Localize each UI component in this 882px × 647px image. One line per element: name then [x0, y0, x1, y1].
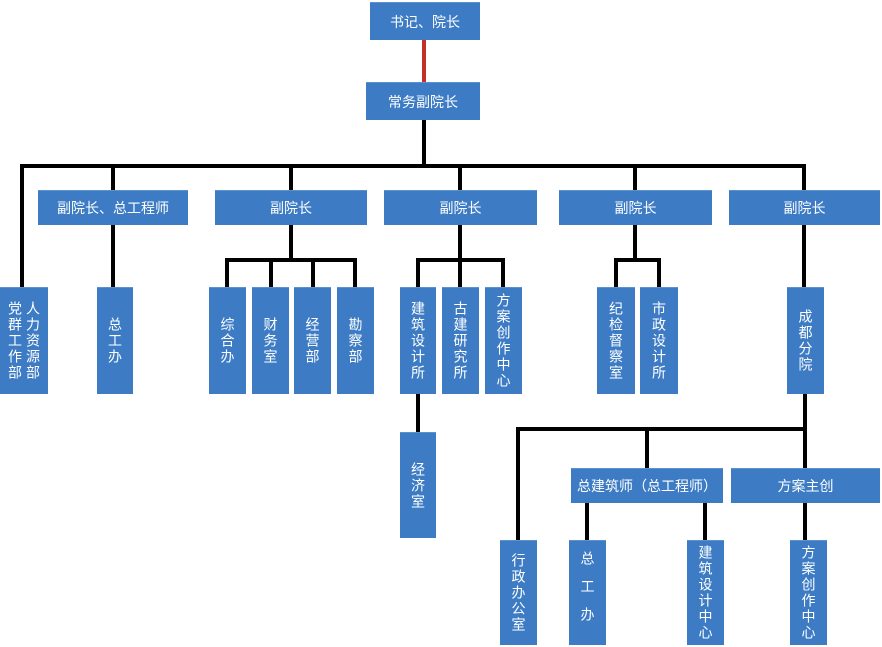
connector-vp3-c1: [614, 258, 618, 287]
node-vp-2: 副院长: [384, 190, 537, 225]
node-chief-engineer-office: 总工办: [97, 287, 133, 394]
connector-vp1-stem: [289, 225, 293, 262]
connector-schemelead-faczzx: [803, 503, 807, 540]
node-vp-3-label: 副院长: [614, 200, 657, 216]
connector-chiefarch-zgb: [585, 503, 589, 540]
node-president-label: 书记、院长: [390, 13, 460, 30]
node-economics-office: 经济室: [400, 432, 436, 538]
connector-jzsjs-jjs: [416, 393, 420, 432]
connector-vp1-c4: [353, 258, 357, 287]
node-municipal-design-institute-label: 市政设计所: [651, 301, 667, 381]
node-party-mass-dept-label: 党群工作部: [7, 301, 23, 381]
connector-cdfy-stem: [803, 394, 807, 428]
node-vp-2-label: 副院长: [439, 200, 482, 216]
connector-cdfy-admin: [516, 427, 520, 540]
node-architectural-design-center: 建筑设计中心: [687, 540, 724, 645]
node-finance-office-label: 财务室: [262, 317, 279, 365]
node-general-office: 综合办: [209, 287, 246, 394]
node-vp-1-label: 副院长: [270, 200, 312, 216]
connector-drop-vp3: [633, 164, 637, 192]
connector-cdfy-chiefarch: [645, 427, 649, 468]
node-branch-scheme-creation-center-label: 方案创作中心: [800, 545, 817, 641]
connector-cdfy-schemelead: [803, 427, 807, 468]
node-party-mass-and-hr: 党群工作部 人力资源部: [0, 287, 48, 394]
connector-chiefarch-jzsjzx: [703, 503, 707, 540]
connector-vp1-c2: [269, 258, 273, 287]
connector-vp2-c3: [501, 258, 505, 287]
node-discipline-inspection-office-label: 纪检督察室: [608, 301, 624, 381]
node-operations-dept: 经营部: [294, 287, 331, 394]
connector-vp3-rail: [614, 258, 661, 262]
node-scheme-creation-center: 方案创作中心: [485, 287, 522, 394]
connector-drop-vpce: [111, 164, 115, 192]
node-chief-architect: 总建筑师（总工程师）: [571, 468, 723, 503]
node-chief-architect-label: 总建筑师（总工程师）: [577, 478, 717, 494]
connector-execvp-stem: [422, 120, 426, 168]
node-general-office-label: 综合办: [219, 317, 236, 365]
connector-president-execvp: [422, 40, 426, 82]
node-branch-chief-engineer-office-label: 总工办: [579, 551, 596, 635]
node-survey-dept-label: 勘察部: [347, 317, 364, 365]
connector-drop-vp1: [289, 164, 293, 192]
node-economics-office-label: 经济室: [410, 461, 426, 510]
connector-drop-vp2: [458, 164, 462, 192]
node-scheme-creation-center-label: 方案创作中心: [495, 293, 512, 389]
connector-vp2-c1: [416, 258, 420, 287]
node-executive-vp-label: 常务副院长: [388, 93, 458, 110]
connector-vp1-rail: [225, 258, 357, 262]
connector-vp3-stem: [633, 225, 637, 262]
connector-vp3-c2: [657, 258, 661, 287]
connector-cdfy-rail: [516, 427, 807, 431]
node-executive-vp: 常务副院长: [366, 82, 480, 120]
connector-main-rail: [20, 164, 806, 168]
node-ancient-architecture-institute: 古建研究所: [442, 287, 479, 394]
node-vp-4: 副院长: [729, 190, 880, 225]
node-vp-4-label: 副院长: [783, 200, 826, 216]
node-branch-scheme-creation-center: 方案创作中心: [790, 540, 827, 645]
node-architectural-design-institute-label: 建筑设计所: [410, 301, 426, 381]
node-vp-3: 副院长: [559, 190, 712, 225]
node-chief-engineer-office-label: 总工办: [107, 317, 123, 365]
connector-vp2-c2: [458, 258, 462, 287]
node-vp-chief-engineer-label: 副院长、总工程师: [57, 200, 169, 216]
node-admin-office-label: 行政办公室: [510, 553, 527, 633]
node-scheme-lead-label: 方案主创: [777, 478, 834, 494]
node-vp-1: 副院长: [215, 190, 367, 225]
connector-vp1-c3: [311, 258, 315, 287]
node-discipline-inspection-office: 纪检督察室: [597, 287, 635, 394]
connector-drop-depts: [20, 164, 24, 287]
node-branch-chief-engineer-office: 总工办: [569, 540, 606, 645]
node-chengdu-branch-label: 成都分院: [797, 309, 814, 373]
node-ancient-architecture-institute-label: 古建研究所: [452, 301, 469, 381]
connector-vp2-stem: [458, 225, 462, 262]
node-architectural-design-institute: 建筑设计所: [400, 287, 436, 394]
connector-drop-vp4: [802, 164, 806, 192]
node-finance-office: 财务室: [252, 287, 289, 394]
node-operations-dept-label: 经营部: [304, 317, 321, 365]
node-vp-chief-engineer: 副院长、总工程师: [38, 190, 188, 225]
node-chengdu-branch: 成都分院: [787, 287, 824, 394]
node-hr-dept-label: 人力资源部: [25, 301, 41, 381]
node-president: 书记、院长: [370, 2, 480, 40]
node-municipal-design-institute: 市政设计所: [640, 287, 678, 394]
connector-vpce-zgb: [111, 225, 115, 287]
node-survey-dept: 勘察部: [337, 287, 374, 394]
connector-vp1-c1: [225, 258, 229, 287]
node-scheme-lead: 方案主创: [731, 468, 880, 503]
node-admin-office: 行政办公室: [500, 540, 537, 645]
node-architectural-design-center-label: 建筑设计中心: [697, 545, 714, 641]
connector-vp4-cdfy: [802, 225, 806, 287]
